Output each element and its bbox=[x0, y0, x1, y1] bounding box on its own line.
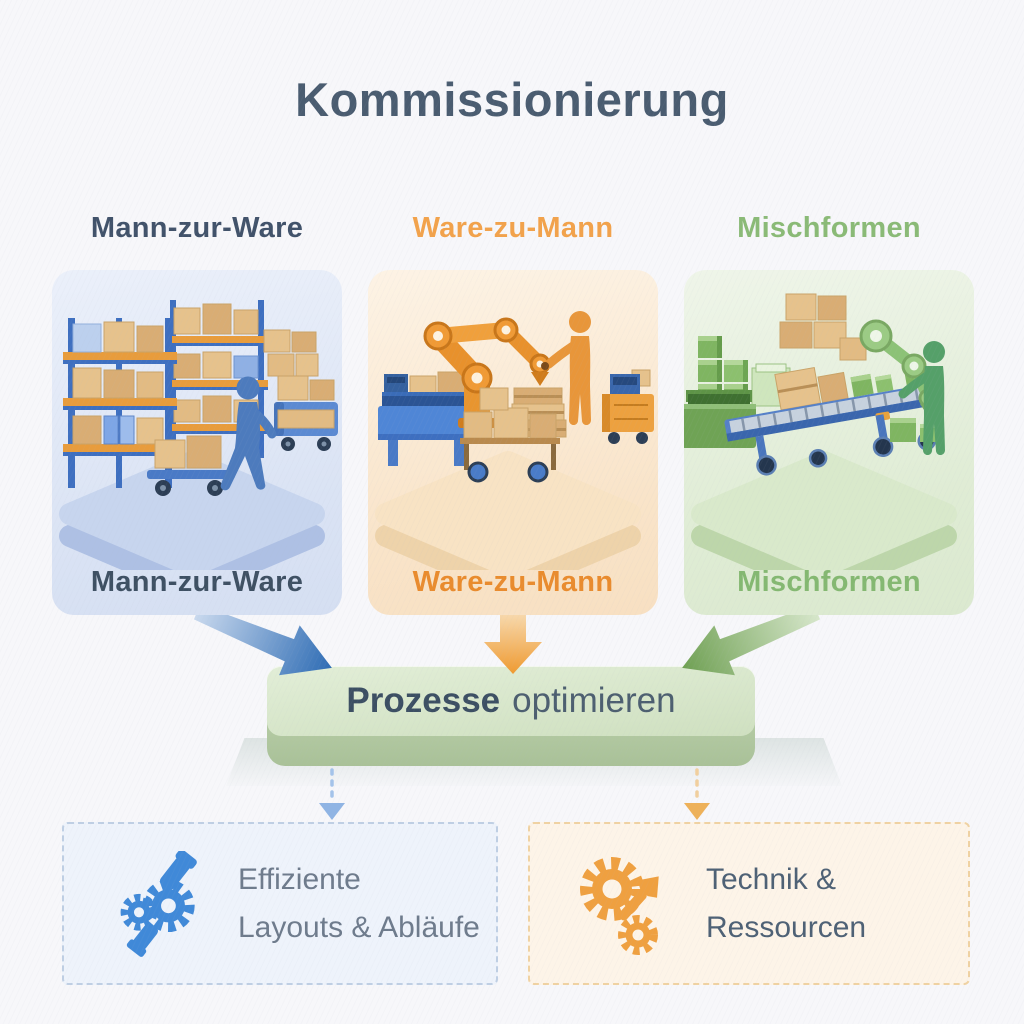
column-header-mischformen: Mischformen bbox=[737, 212, 921, 244]
panel-ware-zu-mann: Ware-zu-Mann bbox=[368, 270, 658, 615]
outcome-line1: Technik & bbox=[706, 862, 837, 896]
cart-icon bbox=[460, 387, 560, 483]
robot-arm-goods-scene bbox=[375, 311, 654, 570]
page-title: Kommissionierung bbox=[295, 73, 729, 126]
cart-icon bbox=[263, 329, 319, 377]
outcome-line1: Effiziente bbox=[238, 862, 361, 896]
boxes bbox=[173, 303, 259, 423]
worker-icon bbox=[220, 376, 277, 491]
outcome-line2: Layouts & Abläufe bbox=[238, 910, 480, 944]
process-bar-label-bold: Prozesse bbox=[346, 681, 501, 720]
carton-stack-icon bbox=[779, 293, 867, 361]
platform-icon bbox=[375, 451, 641, 570]
shelf-rack-icon bbox=[63, 318, 177, 488]
cart-icon bbox=[274, 375, 338, 451]
column-header-mann-zur-ware: Mann-zur-Ware bbox=[90, 212, 304, 244]
conveyor-mixed-scene bbox=[684, 293, 957, 570]
worker-icon bbox=[541, 311, 591, 426]
outcome-line2: Ressourcen bbox=[706, 910, 867, 944]
bin-table-icon bbox=[378, 371, 474, 466]
panel-mann-zur-ware: Mann-zur-Ware bbox=[52, 270, 342, 615]
platform-icon bbox=[691, 451, 957, 570]
gears-tool-icon bbox=[580, 856, 659, 955]
panel-label: Mischformen bbox=[737, 566, 921, 598]
orange-arrow-down-icon bbox=[484, 610, 542, 674]
process-bar: Prozesse optimieren bbox=[267, 666, 755, 736]
warehouse-rack-picker-scene bbox=[59, 300, 338, 570]
process-bar-label: optimieren bbox=[512, 681, 676, 720]
outcome-box-technik: Technik & Ressourcen bbox=[528, 822, 970, 985]
outcome-box-layouts: Effiziente Layouts & Abläufe bbox=[62, 822, 498, 985]
shelf-rack-icon bbox=[166, 300, 268, 458]
outcome-text: Technik & Ressourcen bbox=[706, 856, 866, 952]
worker-icon bbox=[898, 341, 945, 456]
outcome-text: Effiziente Layouts & Abläufe bbox=[238, 856, 480, 952]
trolley-icon bbox=[147, 435, 235, 496]
column-header-ware-zu-mann: Ware-zu-Mann bbox=[412, 212, 614, 244]
panel-mischformen: Mischformen bbox=[684, 270, 974, 615]
gears-wrench-icon bbox=[120, 850, 197, 957]
platform-icon bbox=[59, 451, 325, 570]
pick-cart-icon bbox=[602, 369, 654, 444]
boxes bbox=[72, 321, 164, 445]
panel-label: Mann-zur-Ware bbox=[90, 566, 304, 598]
panel-label: Ware-zu-Mann bbox=[412, 566, 614, 598]
